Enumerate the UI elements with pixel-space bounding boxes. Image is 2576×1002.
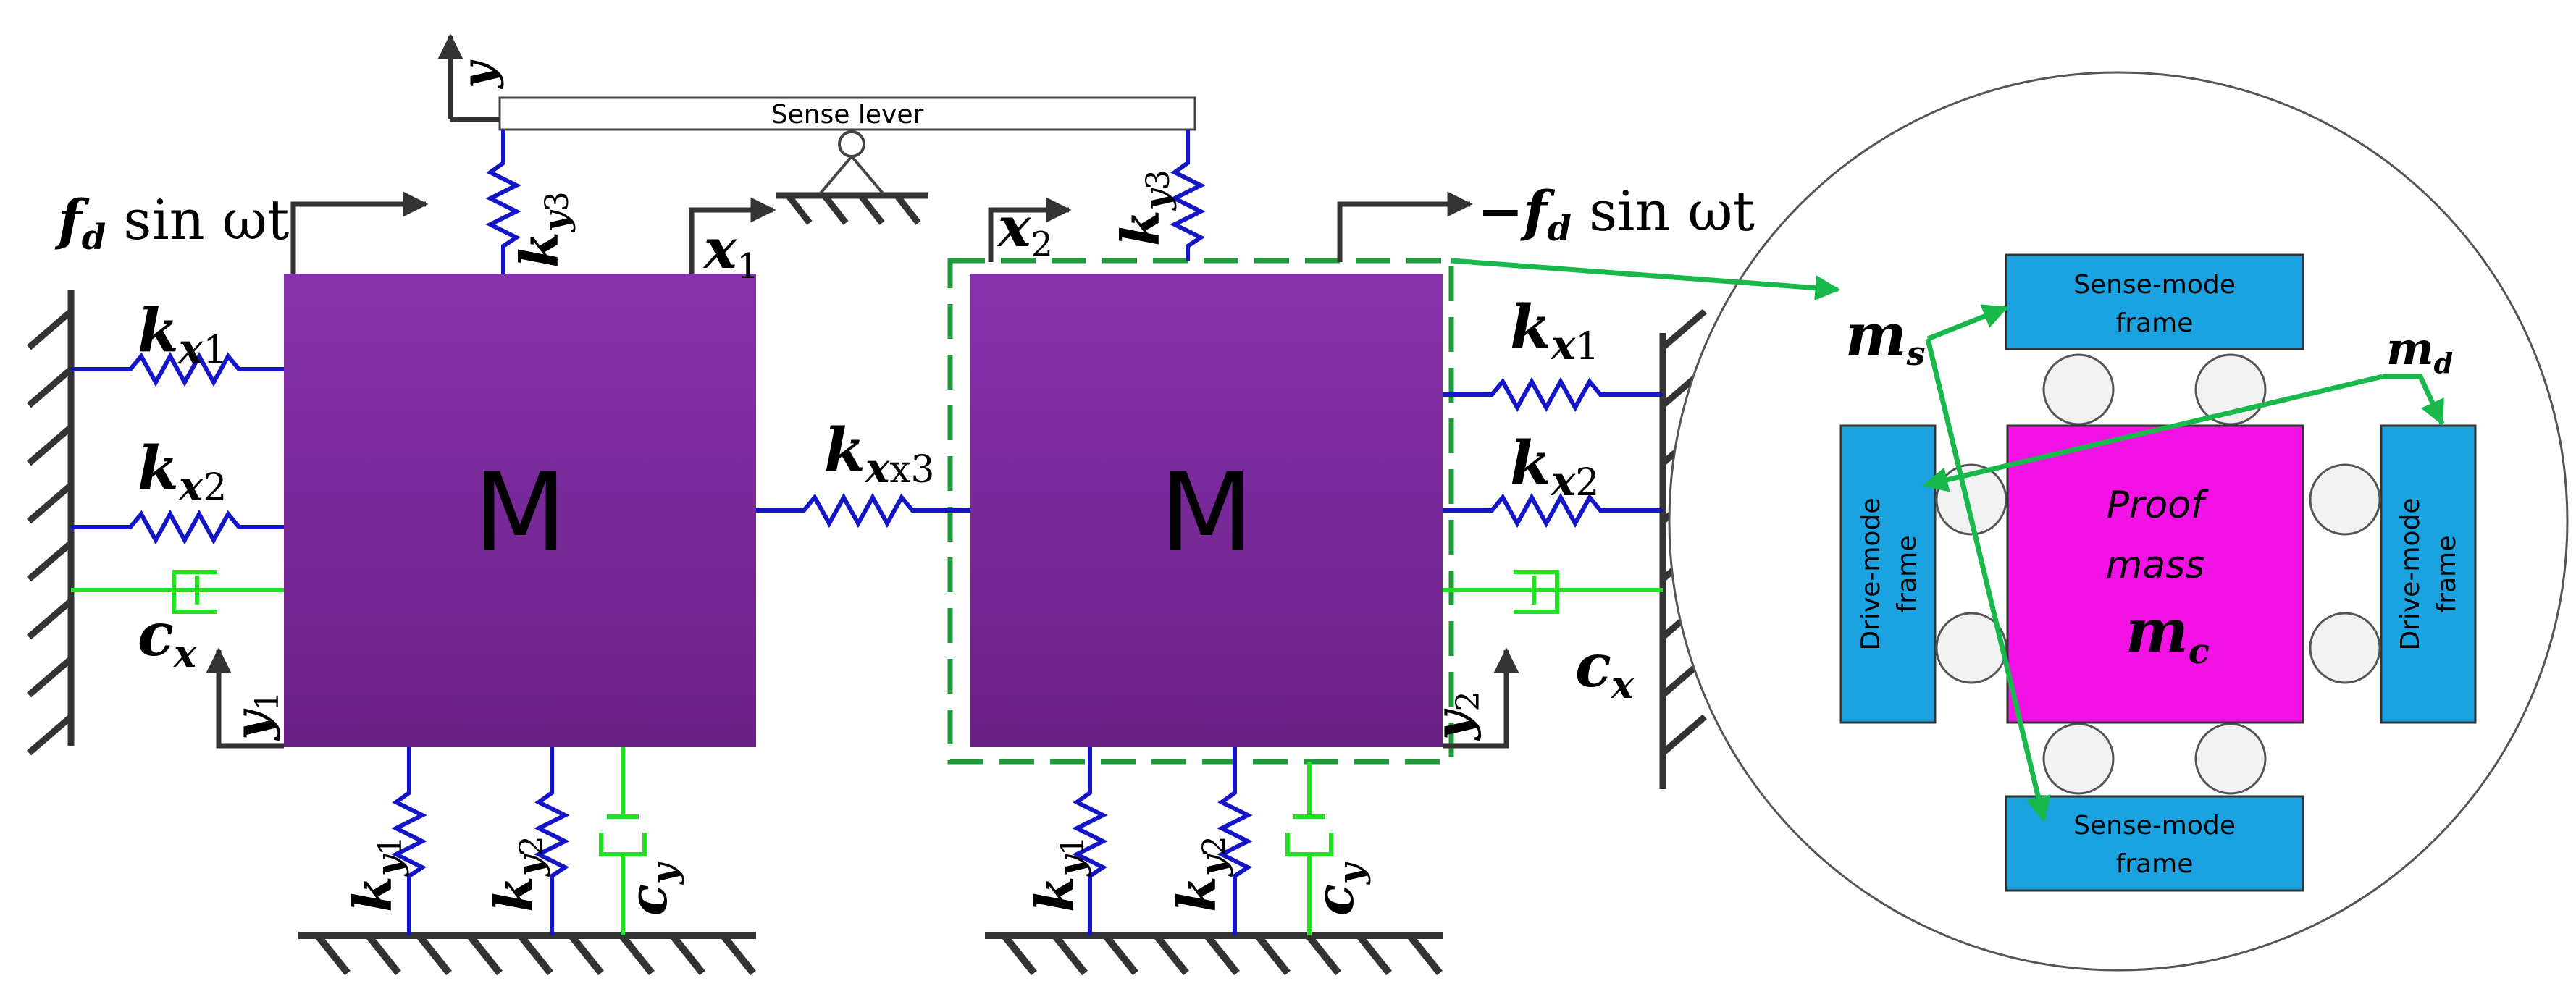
label-cy-left: cy [617, 862, 685, 916]
spring-ky1-right [1072, 747, 1108, 935]
label-kx1-right: kx1 [1510, 292, 1599, 369]
label-y-lever: y [452, 59, 505, 90]
spring-ky2-right [1217, 747, 1253, 935]
sense-frame-top [2005, 253, 2304, 350]
damper-cy-left [599, 747, 647, 935]
spring-ky3-left [485, 130, 521, 274]
label-ky1-left: ky1 [342, 835, 410, 912]
label-y2: y2 [1425, 691, 1487, 741]
spring-ky3-right [1170, 130, 1206, 261]
sense-frame-bottom-label-1: Sense-mode [2073, 811, 2236, 841]
lever-pivot [818, 130, 885, 195]
drive-frame-right [2380, 424, 2477, 724]
force-right-label: −fd sin ωt [1477, 179, 1755, 249]
axis-y1 [206, 647, 284, 749]
label-kx3: kxx3 [824, 416, 935, 492]
damper-cy-right [1285, 762, 1333, 935]
damper-cx-left [71, 570, 284, 614]
pointer-arrows [1451, 258, 2445, 822]
spring-kx2-right [1443, 492, 1663, 529]
sense-lever-label: Sense lever [771, 100, 924, 130]
label-cx-left: cx [138, 600, 197, 676]
spring-ky1-left [391, 747, 427, 935]
spring-kx2-left [71, 509, 284, 545]
label-y1: y1 [224, 691, 286, 741]
label-md: md [2386, 322, 2453, 379]
label-ky2-right: ky2 [1166, 835, 1234, 912]
label-kx1-left: kx1 [138, 296, 227, 373]
label-x2: x2 [997, 195, 1053, 265]
drive-frame-left [1839, 424, 1937, 724]
sense-frame-top-label-1: Sense-mode [2073, 270, 2236, 300]
ground-right [985, 932, 1443, 976]
sense-frame-bottom-label-2: frame [2116, 849, 2194, 879]
ground-left [298, 932, 756, 976]
proof-mass-mc-label: mc [2126, 597, 2210, 672]
label-cx-right: cx [1575, 631, 1635, 707]
force-arrow-left [290, 191, 429, 274]
proof-mass [2006, 424, 2304, 724]
label-x1: x1 [702, 216, 759, 287]
mass-right [970, 274, 1443, 747]
label-ky3-left: ky3 [508, 191, 576, 268]
mass-left-label: M [473, 450, 566, 576]
label-ms: ms [1845, 300, 1926, 373]
label-kx2-left: kx2 [138, 434, 227, 510]
spring-kx1-left [71, 351, 284, 387]
label-ky3-right: ky3 [1109, 169, 1178, 246]
axis-y2 [1443, 647, 1519, 749]
label-ky2-left: ky2 [483, 835, 551, 912]
sense-frame-bottom [2005, 795, 2304, 892]
damper-cx-right [1443, 570, 1663, 614]
label-ky1-right: ky1 [1024, 835, 1092, 912]
left-wall [27, 290, 75, 756]
axis-x2 [988, 197, 1072, 262]
label-cy-right: cy [1304, 862, 1372, 916]
proof-mass-label-1: Proof [2107, 484, 2209, 527]
rollers [1935, 353, 2381, 795]
mass-right-label: M [1159, 450, 1253, 576]
spring-kx3 [756, 492, 970, 529]
axis-x1 [689, 197, 776, 274]
force-arrow-right [1337, 191, 1473, 262]
force-left-label: fd sin ωt [54, 188, 289, 258]
pivot-ground [776, 192, 928, 225]
spring-kx1-right [1443, 376, 1663, 413]
sense-lever-bar [498, 96, 1196, 131]
spring-ky2-left [534, 747, 570, 935]
proof-mass-label-2: mass [2106, 544, 2205, 587]
label-kx2-right: kx2 [1510, 429, 1599, 505]
mass-left [284, 274, 756, 747]
axis-y-lever [437, 33, 500, 122]
sense-frame-top-label-2: frame [2116, 308, 2194, 338]
